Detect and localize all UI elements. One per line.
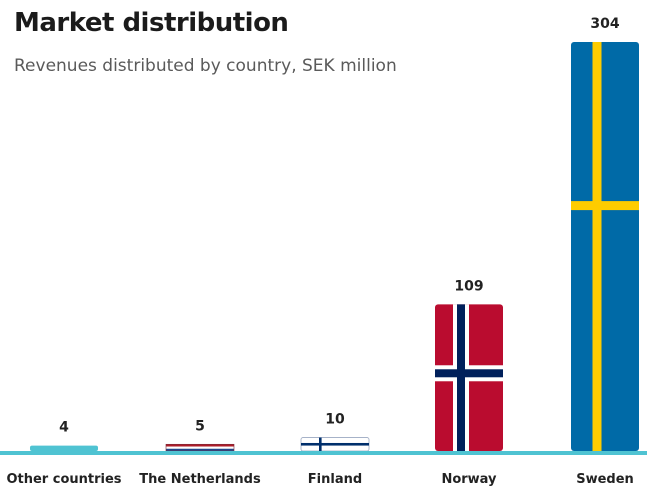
data-label: 109 [454, 278, 483, 294]
bar-fill [30, 445, 98, 451]
bar-cross-horizontal [571, 201, 639, 211]
data-label: 10 [325, 412, 345, 428]
data-label: 304 [590, 16, 619, 32]
category-label: The Netherlands [139, 472, 261, 487]
baseline [0, 451, 647, 455]
bar-stripe-red [166, 444, 234, 447]
bar-cross-vertical [319, 437, 322, 451]
bar-cross-blue-vertical [457, 304, 465, 451]
chart-subtitle: Revenues distributed by country, SEK mil… [14, 56, 397, 76]
bar-stripe-blue [166, 448, 234, 451]
bar-sweden [571, 42, 639, 451]
category-label: Finland [308, 472, 362, 487]
bar-cross-vertical [592, 42, 602, 451]
chart-title: Market distribution [14, 8, 289, 38]
bar-other-countries [30, 445, 98, 451]
bar-cross-blue-horizontal [435, 369, 503, 378]
bar-stripe-white [166, 446, 234, 449]
category-label: Other countries [6, 472, 121, 487]
bar-cross-horizontal [301, 442, 369, 446]
data-label: 4 [59, 420, 69, 436]
bar-finland [300, 437, 370, 452]
bar-norway [435, 304, 503, 451]
bar-the-netherlands [165, 443, 235, 452]
bar-fill [571, 42, 639, 451]
category-label: Norway [441, 472, 497, 487]
data-label: 5 [195, 418, 205, 434]
category-label: Sweden [576, 472, 634, 487]
